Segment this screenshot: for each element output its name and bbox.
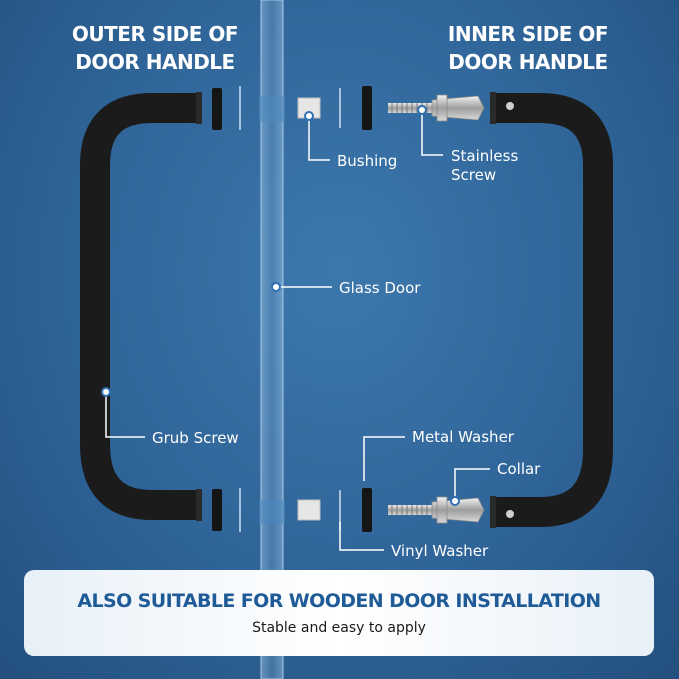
callout-dots bbox=[101, 105, 460, 506]
metal-washer-bottom bbox=[362, 488, 372, 532]
label-grub-screw: Grub Screw bbox=[152, 429, 239, 447]
bushing-bottom bbox=[297, 499, 321, 521]
outer-handle-end-bottom bbox=[196, 489, 202, 521]
label-stainless-screw: Stainless Screw bbox=[451, 147, 519, 184]
label-vinyl-washer: Vinyl Washer bbox=[391, 542, 489, 560]
inner-side-heading: INNER SIDE OF DOOR HANDLE bbox=[447, 22, 609, 74]
label-glass-door: Glass Door bbox=[339, 279, 421, 297]
label-metal-washer: Metal Washer bbox=[412, 428, 514, 446]
inner-handle-end-bottom bbox=[490, 496, 496, 528]
banner-title: ALSO SUITABLE FOR WOODEN DOOR INSTALLATI… bbox=[77, 590, 601, 612]
outer-washer-top bbox=[212, 88, 222, 130]
stainless-screw-top bbox=[388, 94, 485, 122]
label-bushing: Bushing bbox=[337, 152, 398, 170]
banner-subtitle: Stable and easy to apply bbox=[252, 620, 426, 636]
outer-handle-end-top bbox=[196, 92, 202, 124]
stainless-screw-bottom bbox=[388, 496, 485, 524]
metal-washer-top bbox=[362, 86, 372, 130]
inner-handle-end-top bbox=[490, 92, 496, 124]
grub-screw-hole-bottom bbox=[506, 510, 514, 518]
info-banner: ALSO SUITABLE FOR WOODEN DOOR INSTALLATI… bbox=[24, 570, 654, 656]
callout-lines bbox=[105, 110, 490, 551]
outer-handle bbox=[80, 93, 200, 520]
outer-side-heading: OUTER SIDE OF DOOR HANDLE bbox=[71, 22, 239, 74]
inner-handle bbox=[492, 93, 613, 527]
grub-screw-hole-top bbox=[506, 102, 514, 110]
label-collar: Collar bbox=[497, 460, 541, 478]
glass-door bbox=[259, 0, 285, 679]
outer-washer-bottom bbox=[212, 489, 222, 531]
